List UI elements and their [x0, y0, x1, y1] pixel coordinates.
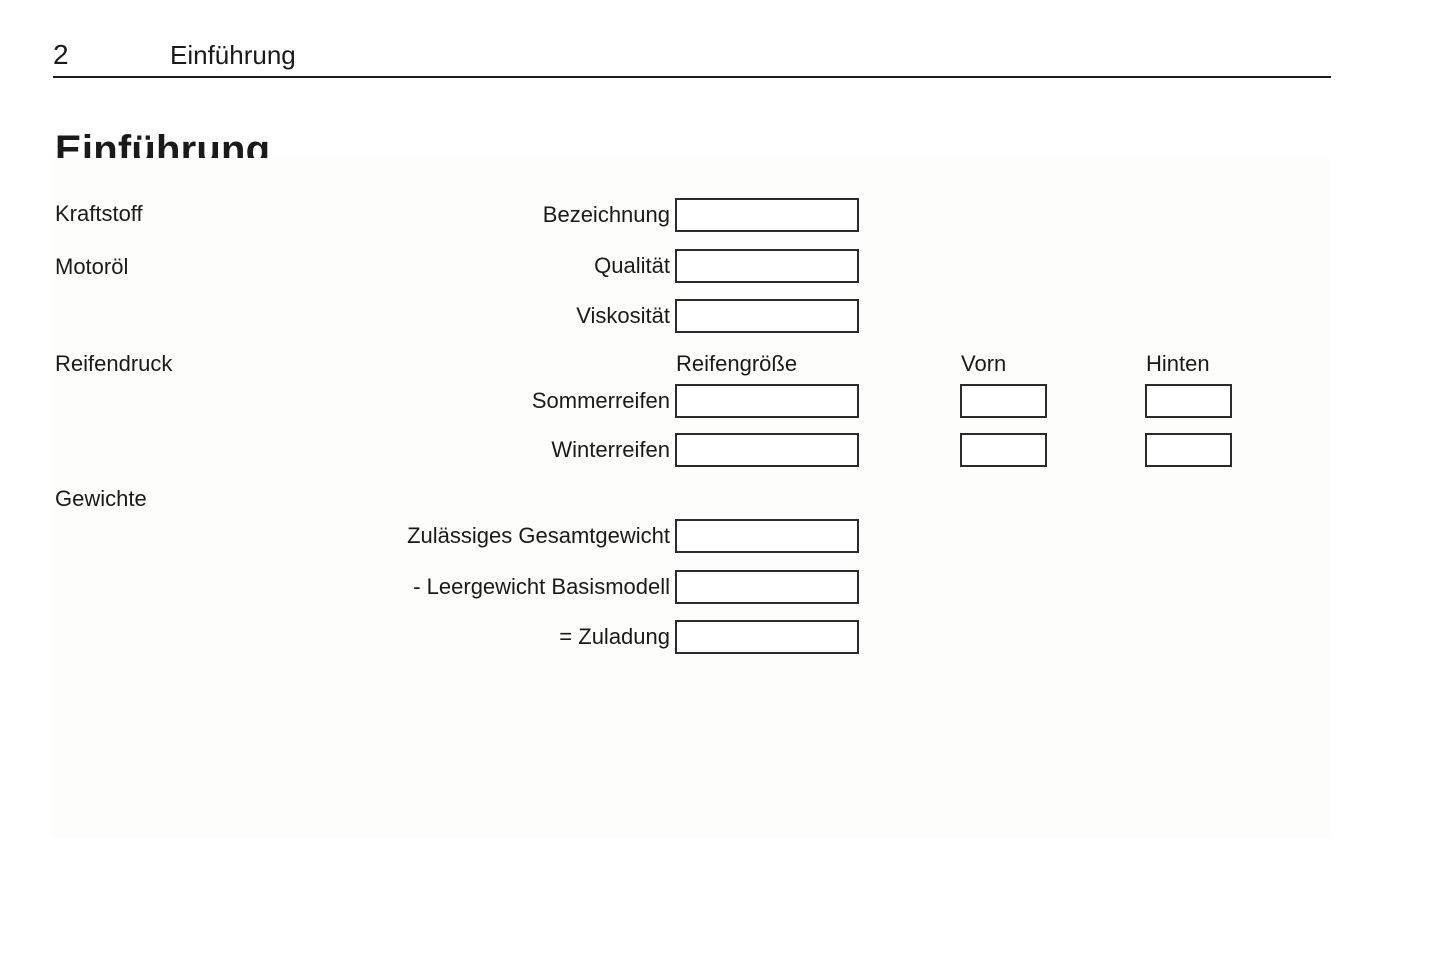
section-label-kraftstoff: Kraftstoff — [55, 201, 143, 226]
field-row-leergewicht-basismodell: - Leergewicht Basismodell — [52, 570, 1331, 606]
field-label-zuladung: = Zuladung — [559, 624, 670, 649]
input-winterreifen-vorn[interactable] — [960, 433, 1047, 467]
running-header-title: Einführung — [170, 40, 296, 70]
field-row-zulaessiges-gesamtgewicht: Zulässiges Gesamtgewicht — [52, 519, 1331, 555]
running-header: 2 Einführung — [53, 38, 1331, 78]
field-label-winterreifen: Winterreifen — [551, 437, 670, 462]
input-winterreifen-groesse[interactable] — [675, 433, 859, 467]
input-bezeichnung[interactable] — [675, 198, 859, 232]
input-winterreifen-hinten[interactable] — [1145, 433, 1232, 467]
page-number: 2 — [53, 39, 69, 70]
input-qualitaet[interactable] — [675, 249, 859, 283]
field-label-qualitaet: Qualität — [594, 253, 670, 278]
field-row-qualitaet: Qualität — [52, 249, 1331, 285]
field-label-zulaessiges-gesamtgewicht: Zulässiges Gesamtgewicht — [407, 523, 670, 548]
field-row-winterreifen: Winterreifen — [52, 433, 1331, 469]
field-label-leergewicht-basismodell: - Leergewicht Basismodell — [413, 574, 670, 599]
column-header-hinten: Hinten — [1146, 351, 1210, 376]
section-label-gewichte: Gewichte — [55, 486, 147, 511]
input-sommerreifen-groesse[interactable] — [675, 384, 859, 418]
input-zulaessiges-gesamtgewicht[interactable] — [675, 519, 859, 553]
field-label-viskositaet: Viskosität — [576, 303, 670, 328]
header-divider — [53, 76, 1331, 78]
field-label-sommerreifen: Sommerreifen — [531, 388, 670, 413]
input-sommerreifen-hinten[interactable] — [1145, 384, 1232, 418]
input-sommerreifen-vorn[interactable] — [960, 384, 1047, 418]
section-label-motoroel: Motoröl — [55, 254, 129, 279]
field-row-zuladung: = Zuladung — [52, 620, 1331, 656]
input-leergewicht-basismodell[interactable] — [675, 570, 859, 604]
field-row-viskositaet: Viskosität — [52, 299, 1331, 335]
section-label-reifendruck: Reifendruck — [55, 351, 173, 376]
field-row-bezeichnung: Bezeichnung — [52, 198, 1331, 234]
column-header-vorn: Vorn — [961, 351, 1007, 376]
vehicle-data-form-panel: Kraftstoff Motoröl Reifendruck Gewichte … — [52, 158, 1331, 838]
input-zuladung[interactable] — [675, 620, 859, 654]
field-label-bezeichnung: Bezeichnung — [542, 202, 670, 227]
column-header-reifengroesse: Reifengröße — [676, 351, 798, 376]
input-viskositaet[interactable] — [675, 299, 859, 333]
field-row-sommerreifen: Sommerreifen — [52, 384, 1331, 420]
